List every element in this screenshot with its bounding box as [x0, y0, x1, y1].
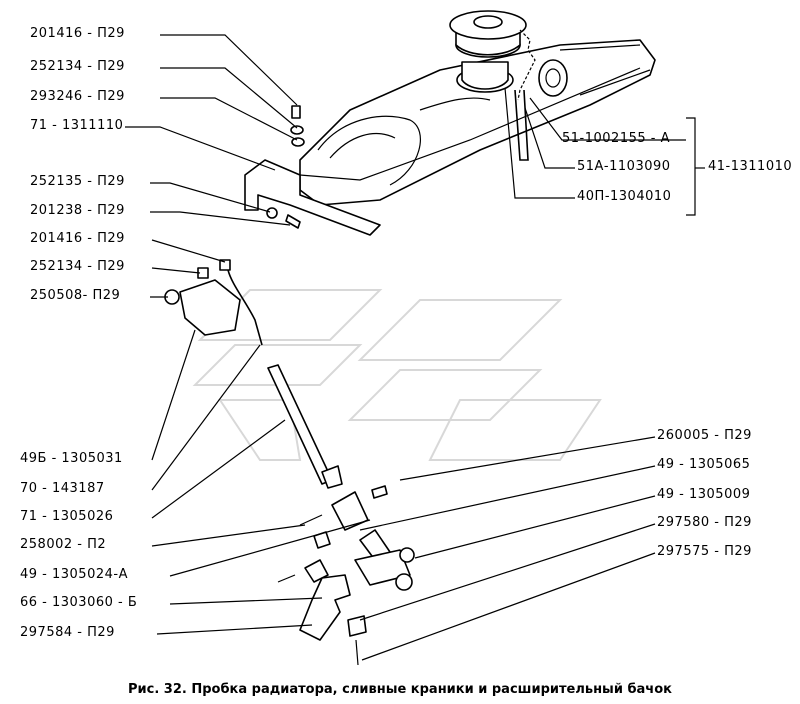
label-252134-p29-a: 252134 - П29	[30, 59, 125, 74]
figure-caption: Рис. 32. Пробка радиатора, сливные крани…	[128, 682, 672, 697]
label-49-1305065: 49 - 1305065	[657, 457, 751, 472]
label-71-1311110: 71 - 1311110	[30, 118, 124, 133]
leader-lines	[125, 34, 705, 661]
label-201238-p29: 201238 - П29	[30, 203, 125, 218]
label-71-1305026: 71 - 1305026	[20, 509, 114, 524]
label-297584-p29: 297584 - П29	[20, 625, 115, 640]
label-41-1311010: 41-1311010	[708, 159, 793, 174]
label-260005-p29: 260005 - П29	[657, 428, 752, 443]
expansion-tank	[299, 39, 656, 206]
drain-assembly	[164, 259, 415, 666]
label-252134-p29-b: 252134 - П29	[30, 259, 125, 274]
overflow-tube	[514, 89, 529, 161]
label-49-1305024-a: 49 - 1305024-А	[20, 567, 128, 582]
label-51a-1103090: 51А-1103090	[577, 159, 671, 174]
label-49b-1305031: 49Б - 1305031	[20, 451, 123, 466]
label-70-143187: 70 - 143187	[20, 481, 105, 496]
label-293246-p29: 293246 - П29	[30, 89, 125, 104]
label-297580-p29: 297580 - П29	[657, 515, 752, 530]
label-258002-p2: 258002 - П2	[20, 537, 107, 552]
label-51-1002155-a: 51-1002155 - А	[562, 131, 670, 146]
radiator-cap	[449, 10, 536, 101]
label-252135-p29: 252135 - П29	[30, 174, 125, 189]
label-66-1303060-b: 66 - 1303060 - Б	[20, 595, 138, 610]
label-49-1305009: 49 - 1305009	[657, 487, 751, 502]
label-297575-p29: 297575 - П29	[657, 544, 752, 559]
label-250508-p29: 250508- П29	[30, 288, 121, 303]
tank-bracket	[244, 159, 381, 236]
label-40p-1304010: 40П-1304010	[577, 189, 672, 204]
watermark	[192, 289, 602, 461]
label-201416-p29-a: 201416 - П29	[30, 26, 125, 41]
label-201416-p29-b: 201416 - П29	[30, 231, 125, 246]
tank-fasteners	[266, 105, 305, 229]
